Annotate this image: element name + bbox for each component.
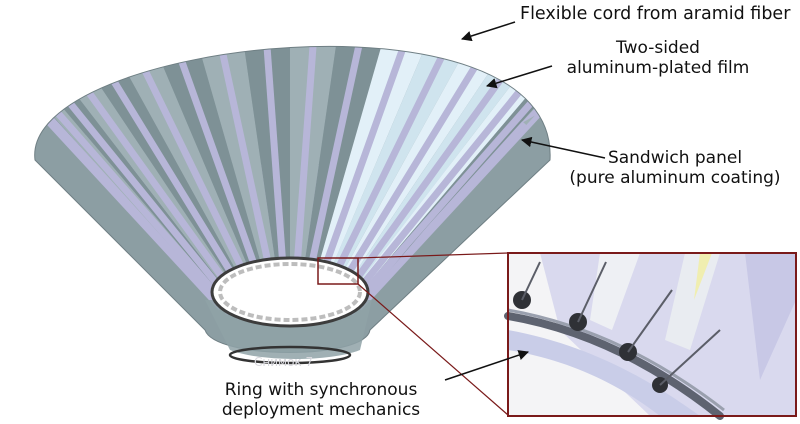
arrow-cord: [461, 21, 516, 42]
arrow-film: [485, 65, 553, 89]
label-sandwich-panel-line2: (pure aluminum coating): [569, 168, 781, 188]
cone-strip: [323, 46, 419, 264]
label-deployment-ring: Ring with synchronous deployment mechani…: [196, 380, 446, 420]
cone-strip: [34, 90, 215, 298]
cone-strip: [361, 59, 547, 285]
ring-callout-box: [317, 257, 359, 285]
mechanism-detail-inset: [504, 252, 797, 420]
arrow-ring: [444, 350, 529, 381]
cone-strip: [336, 46, 462, 268]
label-deployment-ring-line2: deployment mechanics: [221, 400, 421, 420]
label-aluminum-film-line1: Two-sided: [616, 38, 700, 58]
label-aluminum-film: Two-sided aluminum-plated film: [548, 38, 768, 78]
ring-inner: [218, 262, 362, 322]
label-aramid-cord: Flexible cord from aramid fiber: [520, 4, 790, 24]
label-aramid-cord-text: Flexible cord from aramid fiber: [520, 4, 791, 24]
cone-strip: [356, 120, 527, 311]
cone-strip: [364, 74, 551, 291]
ring-bottom: [228, 345, 352, 365]
cone-strip: [309, 46, 371, 261]
label-deployment-ring-line1: Ring with synchronous: [224, 380, 418, 400]
arrow-panel: [520, 136, 606, 159]
label-sandwich-panel: Sandwich panel (pure aluminum coating): [555, 148, 795, 188]
callout-line-bottom: [357, 283, 509, 416]
callout-line-top: [357, 252, 509, 259]
label-sandwich-panel-line1: Sandwich panel: [607, 148, 743, 168]
cone-strip: [347, 46, 498, 273]
watermark: Снимок 7: [254, 355, 314, 369]
cone-strip: [294, 46, 320, 259]
label-aluminum-film-line2: aluminum-plated film: [566, 58, 750, 78]
